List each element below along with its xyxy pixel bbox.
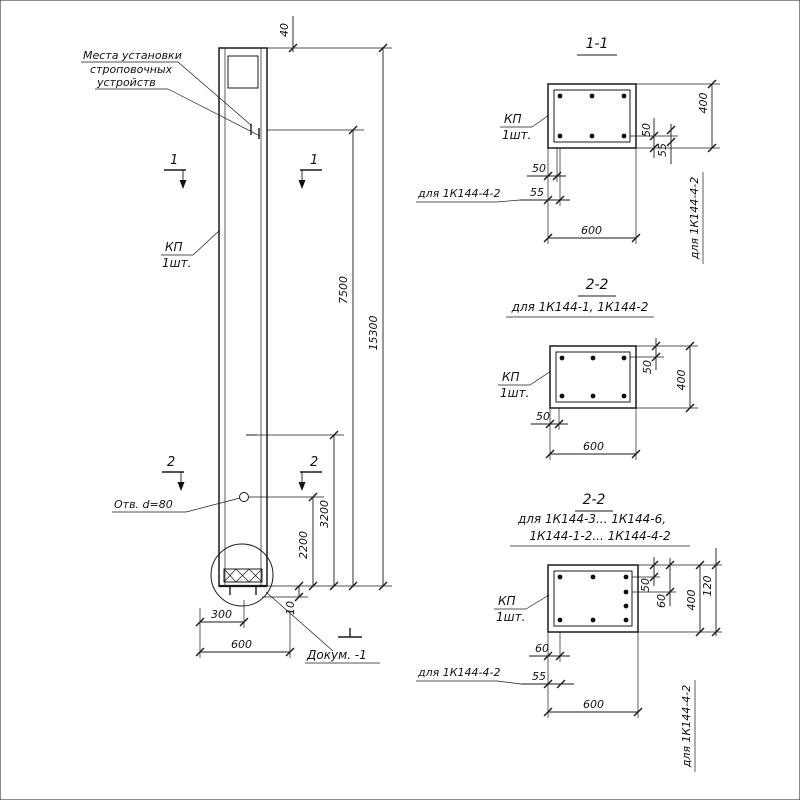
column-elevation: Места установки строповочных устройств К… bbox=[81, 16, 392, 664]
vertical-dimensions: 40 2200 3200 7500 15300 10 bbox=[278, 16, 388, 615]
width-dimension: 600 bbox=[543, 148, 641, 244]
section-1-mark: 1 bbox=[170, 153, 178, 168]
left-dimensions: 50 55 для 1К144-4-2 bbox=[416, 148, 570, 244]
doc-note-text: Докум. -1 bbox=[306, 648, 367, 662]
dim-10: 10 bbox=[284, 601, 297, 615]
kp-text: КП bbox=[498, 594, 516, 608]
document-note: Докум. -1 bbox=[265, 591, 380, 664]
leader-line bbox=[265, 591, 334, 652]
variant-note-vertical: для 1К144-4-2 bbox=[688, 177, 701, 261]
dim-300: 300 bbox=[211, 608, 232, 621]
dim-400: 400 bbox=[675, 370, 688, 391]
section-outline bbox=[549, 345, 637, 409]
leader-line bbox=[192, 229, 221, 256]
section-2-mark: 2 bbox=[167, 455, 175, 470]
right-dimensions: 50 60 400 120 для 1К144-4-2 bbox=[632, 548, 722, 772]
section-title: 1-1 bbox=[586, 36, 609, 52]
hole-note-text: Отв. d=80 bbox=[114, 498, 173, 511]
section-2-2a: 2-2 для 1К144-1, 1К144-2 КП 1шт. 50 bbox=[498, 277, 698, 460]
qty-text: 1шт. bbox=[162, 256, 191, 270]
leader-line bbox=[531, 114, 550, 128]
dim-120: 120 bbox=[701, 576, 714, 597]
variant-note-vertical: для 1К144-4-2 bbox=[680, 685, 693, 769]
dim-600: 600 bbox=[231, 638, 252, 651]
section-outline bbox=[547, 564, 639, 633]
dim-50: 50 bbox=[640, 123, 653, 137]
leader-line bbox=[185, 497, 241, 513]
kp-label: КП 1шт. bbox=[500, 112, 550, 142]
dim-600: 600 bbox=[581, 224, 602, 237]
left-dimensions: 60 55 для 1К144-4-2 bbox=[416, 632, 574, 718]
section-2-mark: 2 bbox=[310, 455, 318, 470]
leader-line bbox=[167, 88, 261, 137]
extension-lines bbox=[199, 47, 392, 658]
leader-line bbox=[529, 370, 552, 386]
section-subtitle: 1К144-1-2... 1К144-4-2 bbox=[529, 529, 670, 543]
left-dimensions: 50 bbox=[531, 408, 568, 460]
note-text: устройств bbox=[96, 76, 156, 89]
detail-callout-circle bbox=[210, 543, 274, 607]
variant-note: для 1К144-4-2 bbox=[417, 187, 501, 200]
section-1-mark: 1 bbox=[310, 153, 318, 168]
qty-text: 1шт. bbox=[500, 386, 529, 400]
base-plate bbox=[223, 568, 263, 583]
note-text: строповочных bbox=[90, 63, 173, 76]
bottom-dimensions: 300 600 bbox=[195, 608, 295, 657]
dim-55: 55 bbox=[530, 186, 544, 199]
kp-label-elevation: КП 1шт. bbox=[161, 229, 221, 270]
dim-400: 400 bbox=[697, 93, 710, 114]
width-dimension: 600 bbox=[543, 632, 643, 718]
section-subtitle: для 1К144-3... 1К144-6, bbox=[517, 512, 666, 526]
dim-60: 60 bbox=[535, 642, 549, 655]
column-outline bbox=[210, 47, 274, 607]
lifting-devices-note: Места установки строповочных устройств bbox=[81, 49, 261, 137]
section-subtitle: для 1К144-1, 1К144-2 bbox=[511, 300, 649, 314]
qty-text: 1шт. bbox=[502, 128, 531, 142]
right-dimensions: 50 400 bbox=[630, 338, 698, 413]
dim-55: 55 bbox=[532, 670, 546, 683]
dim-7500: 7500 bbox=[337, 276, 350, 304]
note-text: Места установки bbox=[83, 49, 182, 62]
kp-text: КП bbox=[165, 240, 183, 254]
dim-50: 50 bbox=[639, 578, 652, 592]
dim-400: 400 bbox=[685, 590, 698, 611]
kp-label: КП 1шт. bbox=[498, 370, 552, 400]
section-title: 2-2 bbox=[586, 277, 609, 293]
section-2-2b: 2-2 для 1К144-3... 1К144-6, 1К144-1-2...… bbox=[416, 492, 722, 772]
kp-text: КП bbox=[504, 112, 522, 126]
rebar-dots bbox=[557, 574, 629, 623]
right-dimensions: 50 55 400 для 1К144-4-2 bbox=[630, 79, 720, 264]
section-title: 2-2 bbox=[583, 492, 606, 508]
dim-600: 600 bbox=[583, 698, 604, 711]
section-marks: 1 1 2 2 bbox=[162, 153, 322, 491]
leader-line bbox=[525, 594, 550, 610]
dim-3200: 3200 bbox=[318, 500, 331, 528]
dim-15300: 15300 bbox=[367, 316, 380, 351]
dim-55: 55 bbox=[656, 143, 669, 157]
rebar-dots bbox=[557, 93, 627, 139]
kp-text: КП bbox=[502, 370, 520, 384]
width-dimension: 600 bbox=[545, 408, 641, 460]
dim-50: 50 bbox=[641, 360, 654, 374]
dim-50: 50 bbox=[536, 410, 550, 423]
dim-2200: 2200 bbox=[297, 531, 310, 559]
rebar-dots bbox=[559, 355, 627, 399]
kp-label: КП 1шт. bbox=[494, 594, 550, 624]
variant-note: для 1К144-4-2 bbox=[417, 666, 501, 679]
section-1-1: 1-1 КП 1шт. 50 55 для 1К144-4-2 bbox=[416, 36, 720, 264]
dim-40: 40 bbox=[278, 23, 291, 37]
hole-note: Отв. d=80 bbox=[112, 497, 241, 513]
dim-600: 600 bbox=[583, 440, 604, 453]
qty-text: 1шт. bbox=[496, 610, 525, 624]
hole-circle bbox=[239, 492, 249, 502]
leader-line bbox=[177, 61, 253, 127]
dim-50: 50 bbox=[532, 162, 546, 175]
dim-60: 60 bbox=[655, 594, 668, 608]
